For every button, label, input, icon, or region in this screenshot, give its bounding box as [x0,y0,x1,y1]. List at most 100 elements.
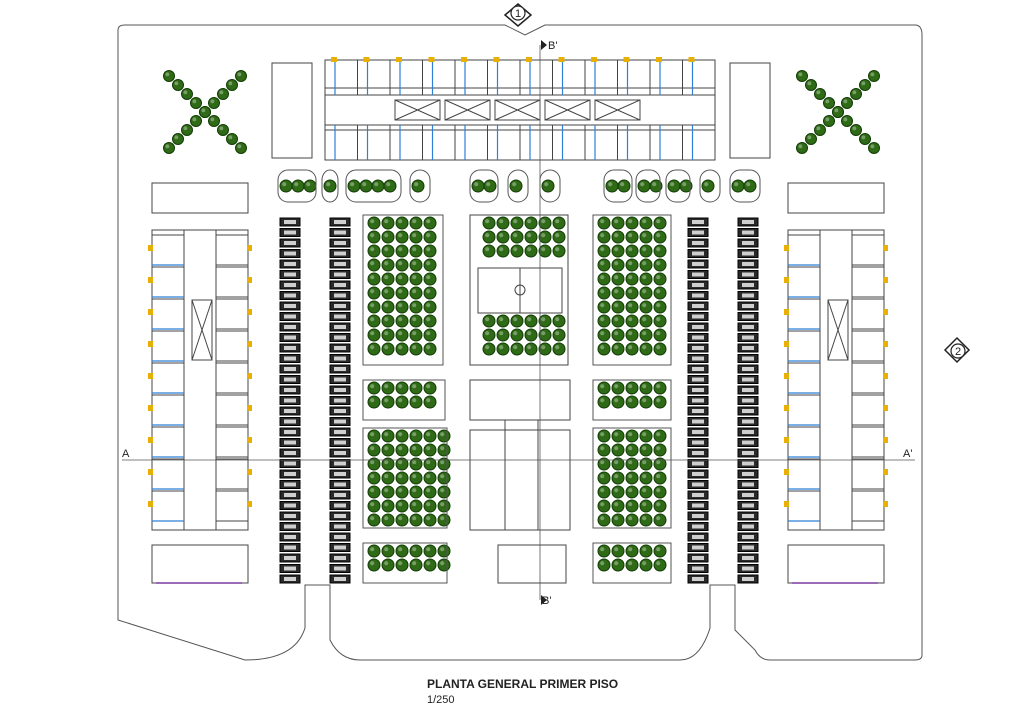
door-icon [784,469,789,475]
tree-highlight [642,233,647,238]
parking-space-mark [742,482,754,487]
tree-highlight [412,398,417,403]
planter [699,169,721,203]
parking-space-mark [284,493,296,497]
tree-highlight [555,317,560,322]
door-icon [148,469,153,475]
planting-bed [592,379,672,421]
tree-icon [611,499,625,513]
planter [507,169,529,203]
tree-highlight [398,488,403,493]
door-icon [623,57,630,62]
tree-highlight [440,460,445,465]
tree-icon [395,230,409,244]
tree-highlight [614,247,619,252]
tree-icon [395,244,409,258]
tree-highlight [656,289,661,294]
tree-icon [496,230,510,244]
tree-highlight [370,275,375,280]
tree-highlight [440,446,445,451]
tree-highlight [426,261,431,266]
tree-icon [605,179,619,193]
tree-highlight [555,345,560,350]
tree-icon [395,272,409,286]
tree-icon [381,544,395,558]
tree-highlight [370,488,375,493]
tree-highlight [642,384,647,389]
parking-space-mark [284,451,296,455]
parking-space-mark [334,220,346,224]
tree-icon [639,544,653,558]
parking-space-mark [692,482,704,487]
corridor-bay [544,99,591,121]
room [787,426,821,458]
tree-highlight [485,317,490,322]
tree-icon [395,216,409,230]
tree-icon [510,244,524,258]
parking-space-mark [334,535,346,539]
tree-icon [226,79,238,91]
tree-highlight [485,247,490,252]
tree-icon [381,558,395,572]
door-icon [883,405,888,411]
tree-icon [538,342,552,356]
tree-highlight [614,345,619,350]
tree-highlight [807,81,812,86]
door-icon [247,373,252,379]
parking-space-mark [284,304,296,308]
tree-highlight [807,135,812,140]
tree-highlight [384,561,389,566]
tree-highlight [426,502,431,507]
axis-marker-2: 2 [943,336,971,364]
tree-highlight [628,488,633,493]
room [215,458,249,490]
parking-space-mark [692,251,704,256]
parking-space-mark [692,388,704,392]
tree-icon [639,300,653,314]
central-building [469,379,571,584]
tree-highlight [370,233,375,238]
tree-highlight [642,398,647,403]
tree-highlight [426,303,431,308]
bay-cross [594,99,641,121]
tree-icon [367,272,381,286]
room [215,490,249,522]
room [787,330,821,362]
room [851,362,885,394]
door-icon [784,373,789,379]
tree-highlight [384,488,389,493]
tree-highlight [656,561,661,566]
tree-highlight [426,275,431,280]
parking-space-mark [334,440,346,445]
tree-icon [423,558,437,572]
tree-icon [625,395,639,409]
tree-highlight [384,233,389,238]
tree-icon [423,544,437,558]
tree-icon [639,230,653,244]
tree-icon [323,179,337,193]
tree-icon [639,457,653,471]
tree-icon [381,499,395,513]
tree-icon [639,558,653,572]
tree-icon [653,328,667,342]
room [151,234,185,266]
parking-space-mark [742,545,754,550]
tree-highlight [499,233,504,238]
tree-highlight [398,331,403,336]
tree-icon [409,457,423,471]
tree-highlight [398,303,403,308]
room [682,59,716,96]
tree-highlight [642,547,647,552]
tree-highlight [541,345,546,350]
tree-icon [510,328,524,342]
tree-highlight [398,261,403,266]
tree-icon [482,314,496,328]
tree-highlight [398,446,403,451]
parking-space-mark [334,577,346,581]
tree-icon [208,115,220,127]
parking-space-mark [692,377,704,382]
tree-highlight [426,384,431,389]
door-icon [784,501,789,507]
tree-icon [423,499,437,513]
parking-space-mark [334,314,346,319]
